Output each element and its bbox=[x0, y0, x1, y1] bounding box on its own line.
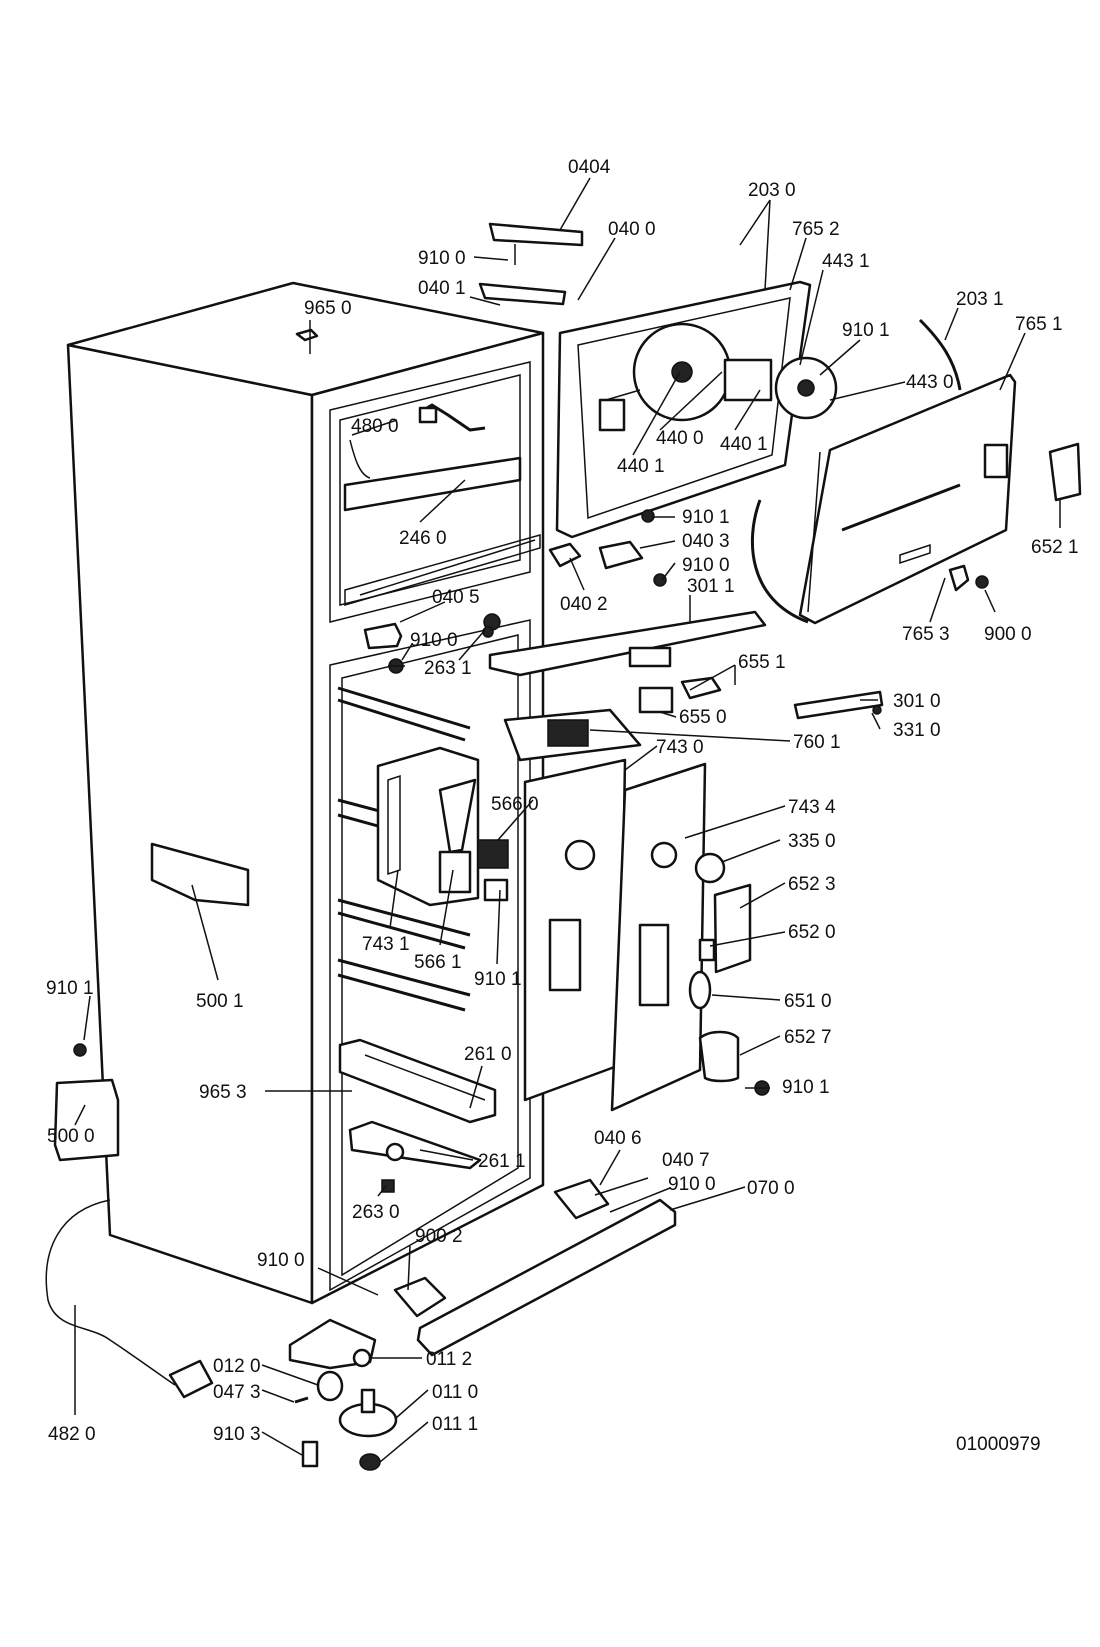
callout-5660: 566 0 bbox=[491, 794, 539, 815]
door-handle bbox=[488, 610, 884, 720]
callout-6527: 652 7 bbox=[784, 1027, 832, 1048]
control-panel bbox=[503, 708, 770, 1112]
callout-0700: 070 0 bbox=[747, 1178, 795, 1199]
callout-0401: 040 1 bbox=[418, 278, 466, 299]
callout-2611: 261 1 bbox=[478, 1151, 526, 1172]
callout-0112: 011 2 bbox=[426, 1349, 472, 1370]
callout-9100-mid: 910 0 bbox=[410, 630, 458, 651]
callout-9002: 900 2 bbox=[415, 1226, 463, 1247]
callout-5001: 500 1 bbox=[196, 991, 244, 1012]
callout-9650: 965 0 bbox=[304, 298, 352, 319]
callout-0473: 047 3 bbox=[213, 1382, 261, 1403]
freezer-door bbox=[478, 222, 838, 587]
callout-2610: 261 0 bbox=[464, 1044, 512, 1065]
callout-6551: 655 1 bbox=[738, 652, 786, 673]
drawing-reference-number: 01000979 bbox=[956, 1434, 1041, 1455]
callout-9101-bottom: 910 1 bbox=[782, 1077, 830, 1098]
bottom-assembly bbox=[45, 1043, 677, 1471]
callout-0407: 040 7 bbox=[662, 1150, 710, 1171]
callout-4800: 480 0 bbox=[351, 416, 399, 437]
callout-7434: 743 4 bbox=[788, 797, 836, 818]
callout-2030: 203 0 bbox=[748, 180, 796, 201]
callout-6510: 651 0 bbox=[784, 991, 832, 1012]
callout-7652: 765 2 bbox=[792, 219, 840, 240]
callout-3010: 301 0 bbox=[893, 691, 941, 712]
callout-7431: 743 1 bbox=[362, 934, 410, 955]
callout-2460: 246 0 bbox=[399, 528, 447, 549]
callout-9000: 900 0 bbox=[984, 624, 1032, 645]
callout-0403: 040 3 bbox=[682, 531, 730, 552]
callout-9101-hinge: 910 1 bbox=[682, 507, 730, 528]
callout-3310: 331 0 bbox=[893, 720, 941, 741]
callout-3350: 335 0 bbox=[788, 831, 836, 852]
callout-6550: 655 0 bbox=[679, 707, 727, 728]
callout-9101-side: 910 1 bbox=[46, 978, 94, 999]
callout-0120: 012 0 bbox=[213, 1356, 261, 1377]
callout-0406: 040 6 bbox=[594, 1128, 642, 1149]
callout-9100-hinge: 910 0 bbox=[682, 555, 730, 576]
leader-lines bbox=[74, 177, 1061, 1463]
cabinet-body bbox=[66, 281, 545, 1305]
callout-0404: 0404 bbox=[568, 157, 611, 178]
callout-9653: 965 3 bbox=[199, 1082, 247, 1103]
callout-7430: 743 0 bbox=[656, 737, 704, 758]
callout-5661: 566 1 bbox=[414, 952, 462, 973]
callout-6520: 652 0 bbox=[788, 922, 836, 943]
callout-9101-freezer: 910 1 bbox=[842, 320, 890, 341]
callout-4401-left: 440 1 bbox=[617, 456, 665, 477]
callout-6523: 652 3 bbox=[788, 874, 836, 895]
callout-2630: 263 0 bbox=[352, 1202, 400, 1223]
callout-labels: 0404 203 0 040 0 910 0 765 2 040 1 443 1… bbox=[46, 157, 1079, 1445]
callout-9101-panel: 910 1 bbox=[474, 969, 522, 990]
callout-0405: 040 5 bbox=[432, 587, 480, 608]
callout-0402: 040 2 bbox=[560, 594, 608, 615]
callout-9103: 910 3 bbox=[213, 1424, 261, 1445]
callout-4400: 440 0 bbox=[656, 428, 704, 449]
callout-4430: 443 0 bbox=[906, 372, 954, 393]
callout-2631: 263 1 bbox=[424, 658, 472, 679]
callout-5000: 500 0 bbox=[47, 1126, 95, 1147]
callout-4401-right: 440 1 bbox=[720, 434, 768, 455]
callout-7601: 760 1 bbox=[793, 732, 841, 753]
callout-7651: 765 1 bbox=[1015, 314, 1063, 335]
callout-4431: 443 1 bbox=[822, 251, 870, 272]
callout-9100-top: 910 0 bbox=[418, 248, 466, 269]
callout-0400: 040 0 bbox=[608, 219, 656, 240]
callout-2031: 203 1 bbox=[956, 289, 1004, 310]
callout-9100-hingebottom: 910 0 bbox=[257, 1250, 305, 1271]
callout-3011: 301 1 bbox=[687, 576, 735, 597]
callout-9100-bottom: 910 0 bbox=[668, 1174, 716, 1195]
freezer-door-panel bbox=[750, 318, 1082, 625]
callout-0110: 011 0 bbox=[432, 1382, 478, 1403]
callout-6521: 652 1 bbox=[1031, 537, 1079, 558]
callout-0111: 011 1 bbox=[432, 1414, 478, 1435]
callout-7653: 765 3 bbox=[902, 624, 950, 645]
callout-4820: 482 0 bbox=[48, 1424, 96, 1445]
